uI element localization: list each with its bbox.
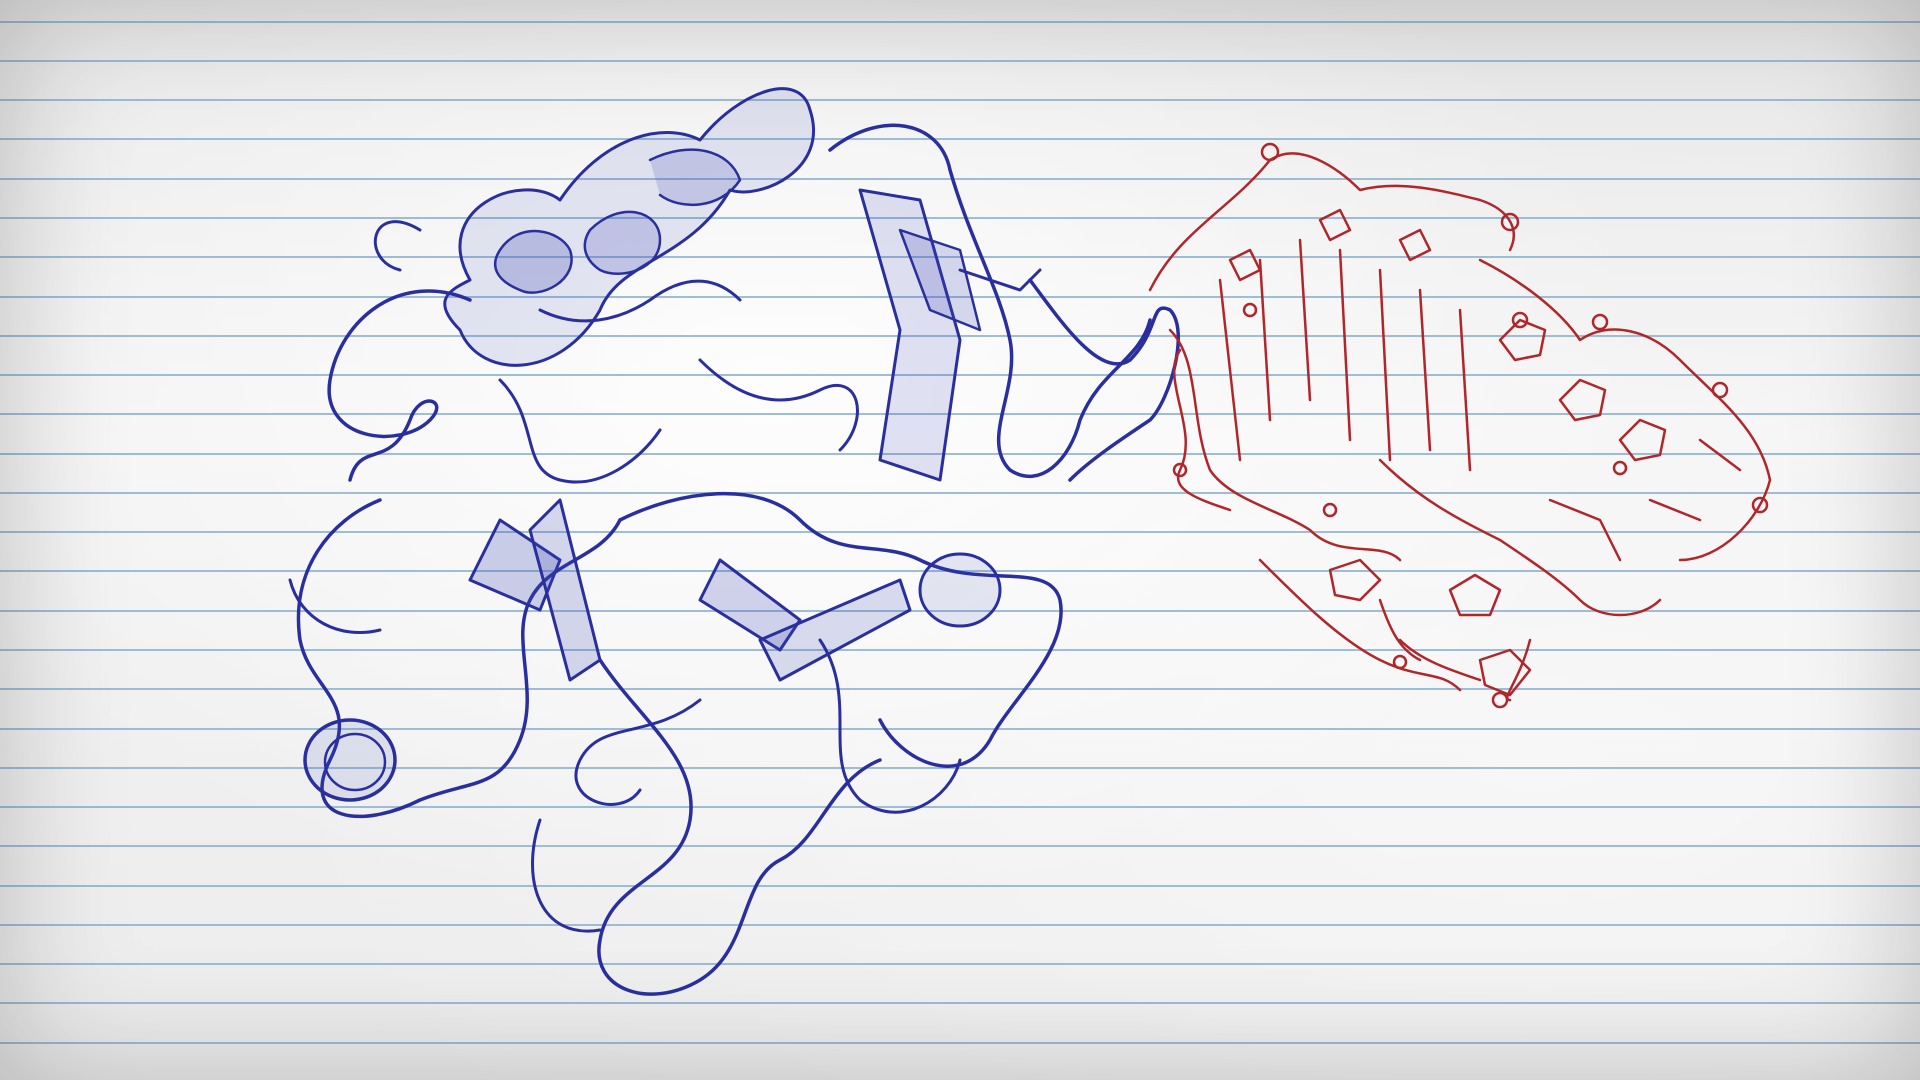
ruled-lines bbox=[0, 21, 1920, 1044]
protein-ribbon-sketch bbox=[288, 87, 1180, 996]
nucleic-acid-sketch bbox=[1148, 142, 1772, 709]
